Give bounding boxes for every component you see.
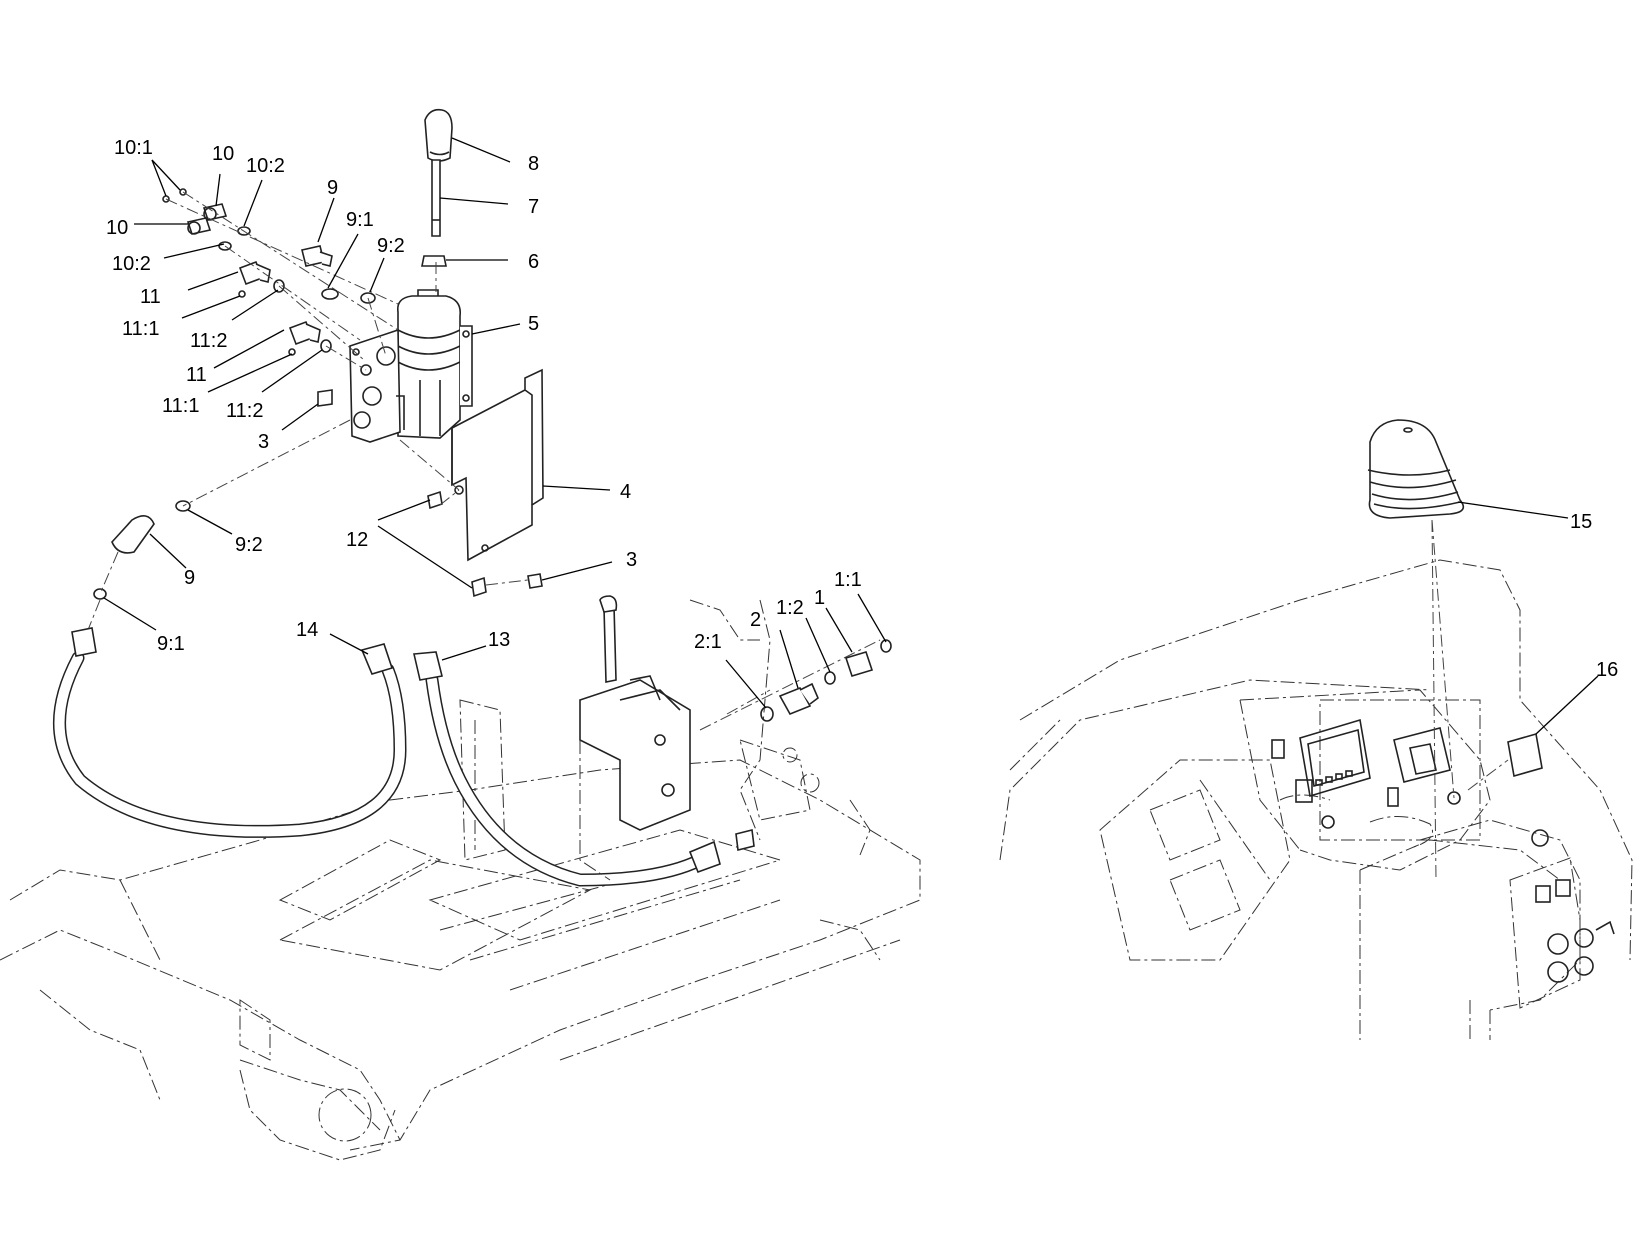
mounting-bracket — [451, 368, 544, 562]
callout-11-2-mid: 11:2 — [226, 400, 263, 422]
callout-1-2: 1:2 — [776, 597, 804, 619]
leader-lines — [103, 137, 1599, 735]
callout-10-2-mid: 10:2 — [112, 253, 151, 275]
callout-8: 8 — [528, 153, 539, 175]
callout-11-1-top: 11:1 — [122, 318, 159, 340]
callout-10-top: 10 — [212, 143, 234, 165]
callout-16: 16 — [1596, 659, 1618, 681]
callout-14: 14 — [296, 619, 318, 641]
callout-9-top: 9 — [327, 177, 338, 199]
quick-couplers — [760, 639, 892, 722]
callout-2: 2 — [750, 609, 761, 631]
callout-3-upper: 3 — [258, 431, 269, 453]
switch-panel — [1509, 829, 1615, 1009]
callout-13: 13 — [488, 629, 510, 651]
callout-5: 5 — [528, 313, 539, 335]
callout-9-1-lower: 9:1 — [157, 633, 185, 655]
callout-3-lower: 3 — [626, 549, 637, 571]
callout-9-lower: 9 — [184, 567, 195, 589]
callout-4: 4 — [620, 481, 631, 503]
callout-10-mid: 10 — [106, 217, 128, 239]
joystick-boot — [1367, 419, 1465, 519]
callout-1: 1 — [814, 587, 825, 609]
assembly-centerlines — [83, 191, 881, 731]
hydraulic-hoses — [53, 627, 755, 887]
machine-frame-phantom — [0, 599, 921, 1161]
callout-6: 6 — [528, 251, 539, 273]
control-valve-assembly — [317, 108, 473, 443]
callout-10-2-top: 10:2 — [246, 155, 285, 177]
callout-11-top: 11 — [140, 286, 161, 308]
callout-labels: 8 7 6 5 4 3 3 10:1 10 10:2 10 10:2 11 11… — [106, 137, 1618, 681]
callout-10-1: 10:1 — [114, 137, 153, 159]
callout-9-1-top: 9:1 — [346, 209, 374, 231]
instrument-panel — [1271, 718, 1461, 849]
callout-11-1-mid: 11:1 — [162, 395, 199, 417]
operator-dash-phantom — [999, 559, 1633, 1040]
decal — [1507, 732, 1543, 778]
callout-2-1: 2:1 — [694, 631, 722, 653]
callout-1-1: 1:1 — [834, 569, 862, 591]
fittings-upper — [93, 188, 543, 600]
installed-valve — [579, 595, 691, 881]
callout-15: 15 — [1570, 511, 1592, 533]
callout-9-2-top: 9:2 — [377, 235, 405, 257]
callout-7: 7 — [528, 196, 539, 218]
callout-11-mid: 11 — [186, 364, 207, 386]
callout-12: 12 — [346, 529, 368, 551]
dash-centerlines — [1431, 519, 1509, 881]
callout-11-2-top: 11:2 — [190, 330, 227, 352]
callout-9-2-lower: 9:2 — [235, 534, 263, 556]
